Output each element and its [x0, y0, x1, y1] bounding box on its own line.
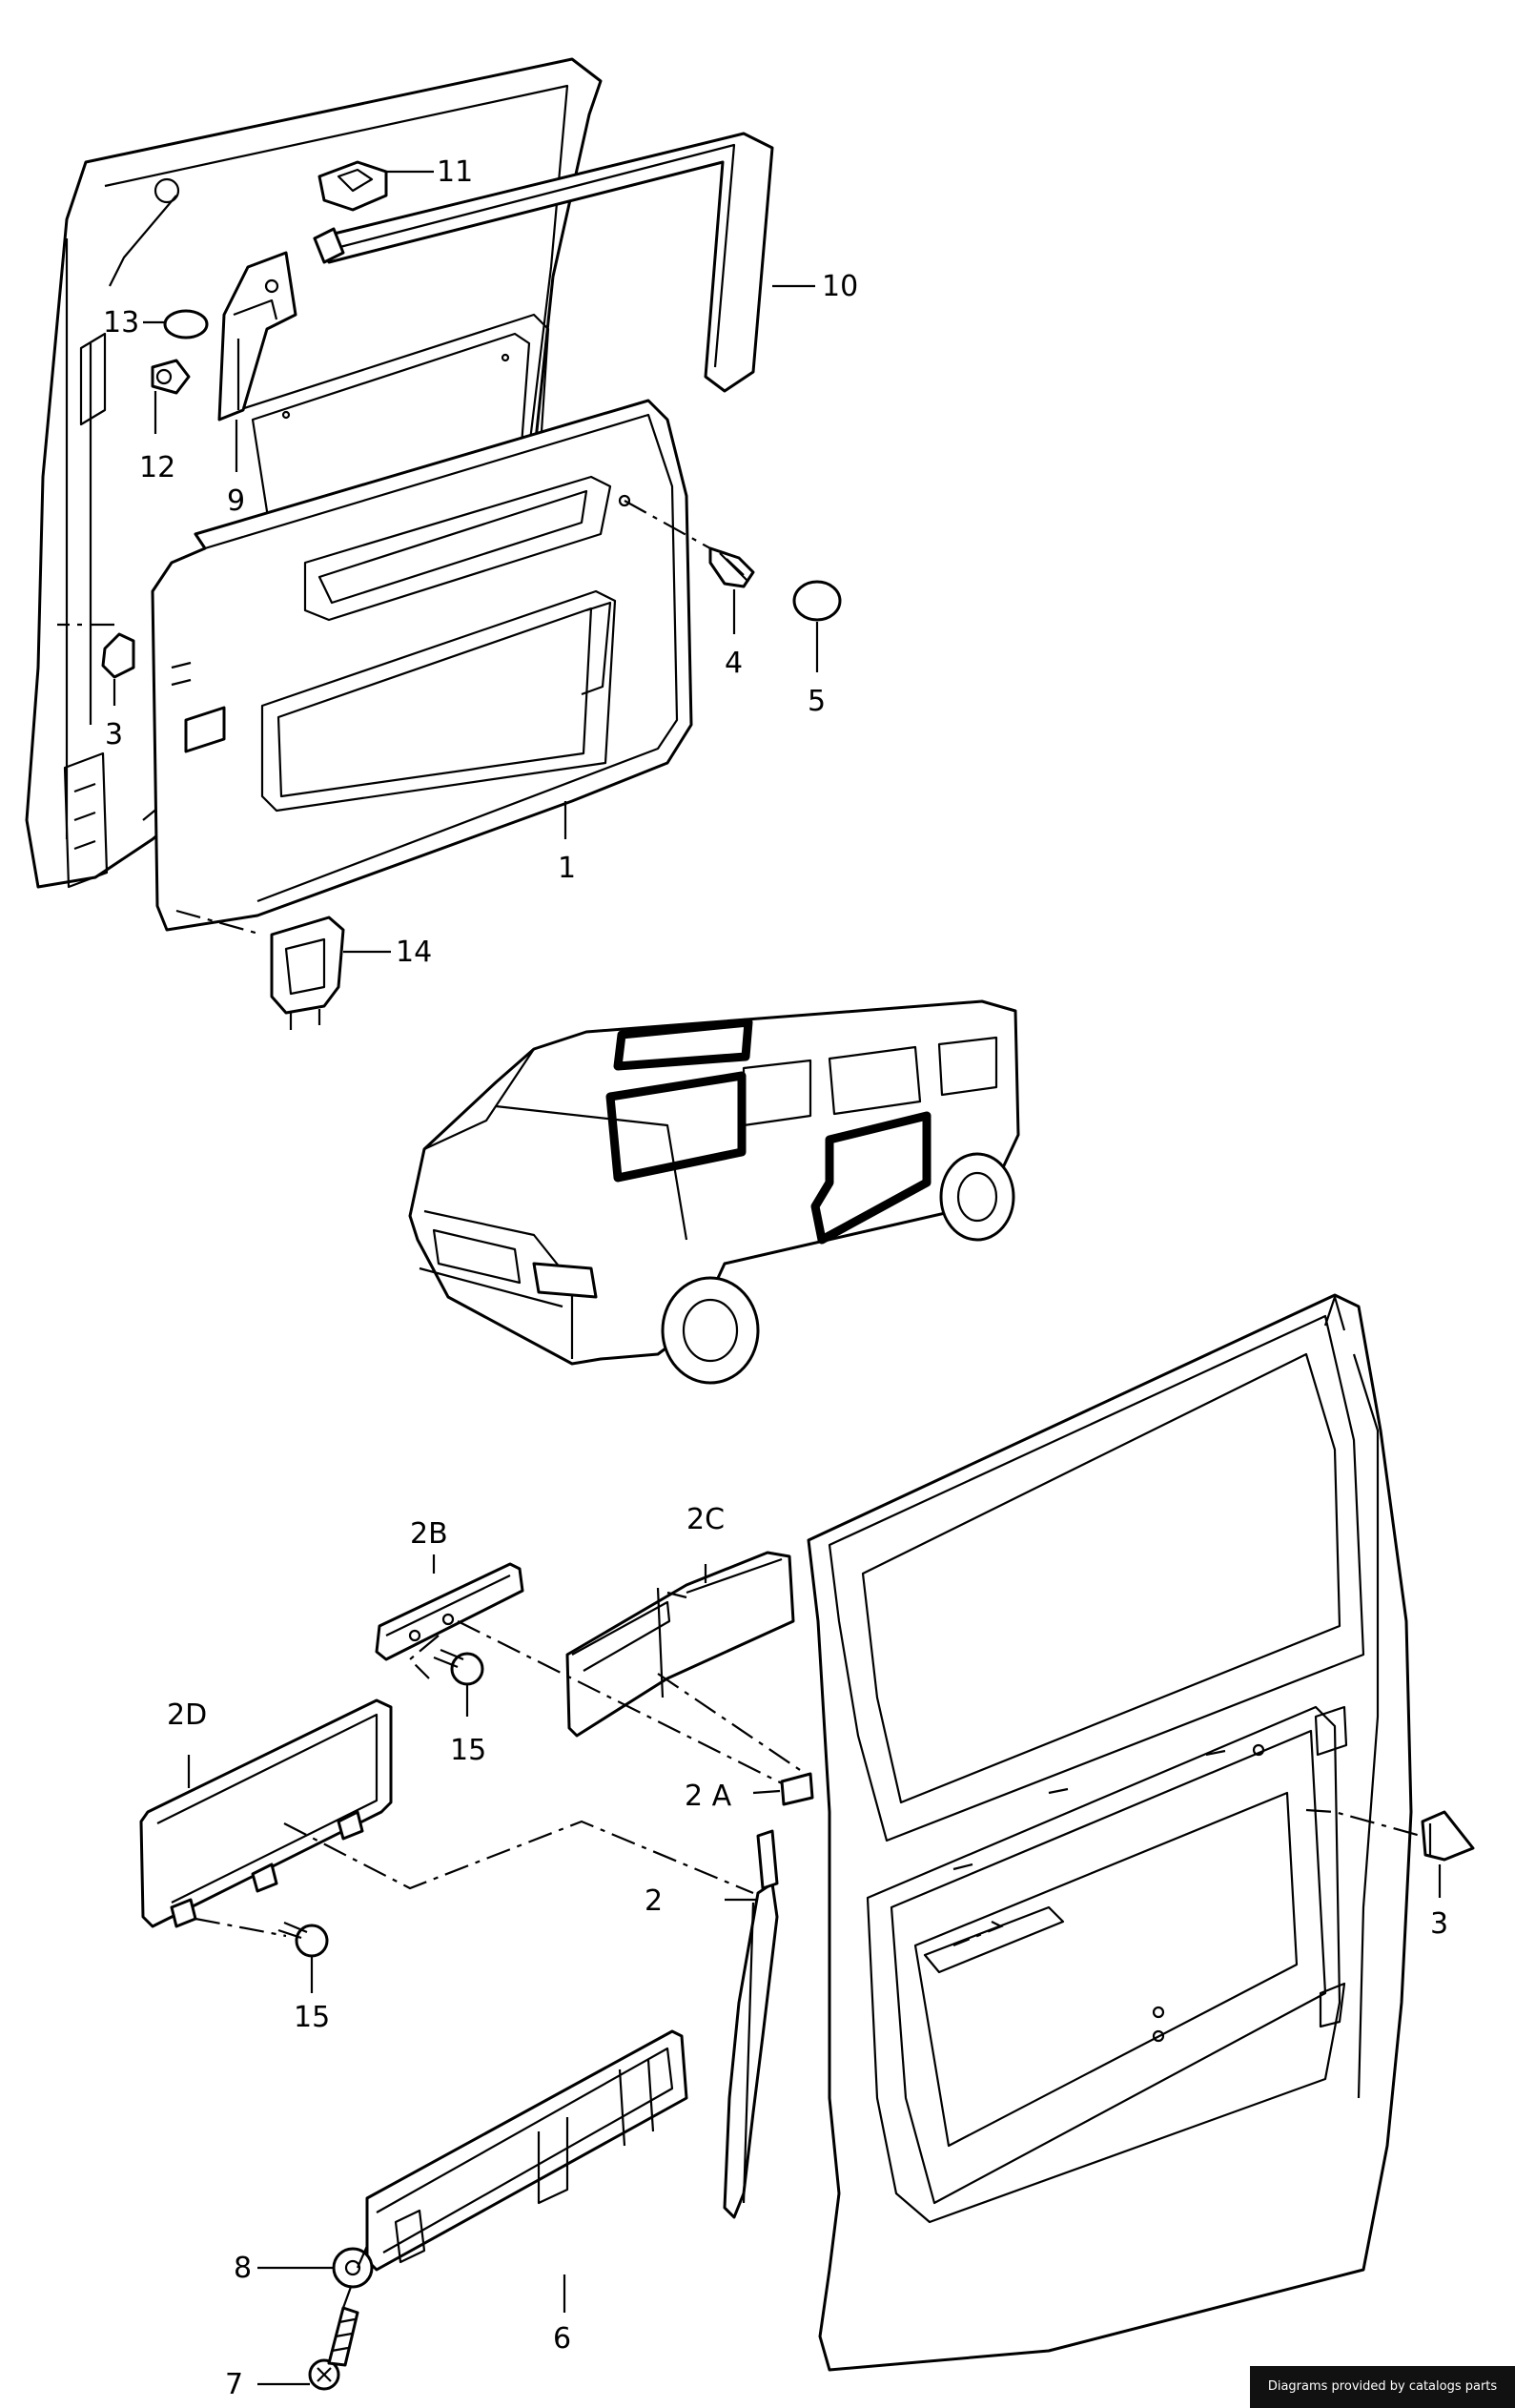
leader-lines-top: [57, 170, 819, 954]
callout-4: 4: [725, 647, 743, 680]
callout-2C: 2C: [686, 1503, 725, 1536]
leader-lines-bottom: [187, 1554, 1442, 2386]
callout-10: 10: [822, 270, 858, 303]
callout-2B: 2B: [410, 1517, 448, 1551]
callout-3-bottom: 3: [1430, 1907, 1448, 1941]
callout-1: 1: [558, 852, 576, 885]
credit-banner: Diagrams provided by catalogs parts: [1250, 2366, 1515, 2408]
callout-2A: 2 A: [685, 1780, 732, 1813]
callout-13: 13: [103, 306, 139, 340]
callout-11: 11: [437, 155, 473, 189]
bracket-11: [317, 160, 388, 212]
sliding-door-shell-bottom: [807, 1293, 1413, 2372]
callout-15-a: 15: [450, 1734, 486, 1767]
trim-strip-6: [365, 2029, 688, 2272]
callout-2: 2: [645, 1884, 663, 1918]
fasteners-top: [101, 309, 842, 679]
callout-labels: 11 10 13 12 9 4 5 3 1 14 2B 2C 2D 15 2 A…: [103, 155, 1448, 2401]
callout-7: 7: [225, 2368, 243, 2401]
callout-15-b: 15: [294, 2001, 330, 2034]
hinge-bracket-9: [217, 251, 297, 422]
seal-strip-2: [723, 1829, 779, 2219]
panel-2C: [565, 1551, 795, 1738]
bracket-2B: [375, 1562, 524, 1661]
callout-3-top: 3: [105, 718, 123, 751]
trim-2D: [139, 1698, 393, 1928]
trim-panel-1: [151, 399, 693, 932]
callout-9: 9: [227, 484, 245, 518]
window-seal-10: [313, 132, 774, 393]
callout-5: 5: [808, 685, 826, 718]
callout-12: 12: [139, 451, 175, 484]
callout-8: 8: [234, 2252, 252, 2285]
clip-14: [270, 916, 345, 1030]
callout-14: 14: [396, 936, 432, 969]
van-overview-illustration: [408, 999, 1020, 1385]
callout-2D: 2D: [167, 1698, 207, 1732]
callout-6: 6: [553, 2322, 571, 2356]
